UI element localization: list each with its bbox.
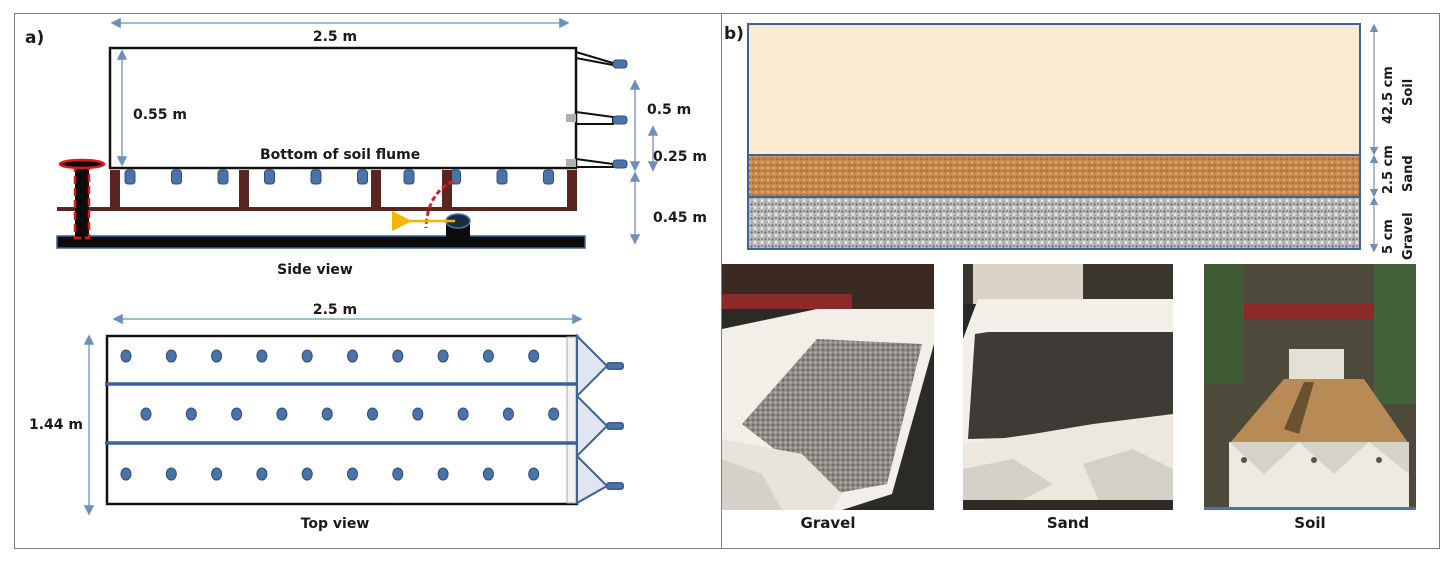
side-view-title: Side view [277, 262, 353, 278]
drain-pipe [403, 169, 415, 185]
soil-layer [747, 23, 1361, 156]
panel-b: b) 42.5 cm Soi [721, 13, 1440, 549]
drain-hole [347, 467, 358, 481]
top-length-label: 2.5 m [313, 302, 357, 318]
drain-pipe [310, 169, 322, 185]
drain-hole [347, 349, 358, 363]
side-drains [124, 169, 554, 185]
drain-hole [140, 407, 152, 421]
layer-diagram: 42.5 cm Soil 2.5 cm Sand 5 cm Gravel [747, 23, 1416, 260]
drain-pipe [543, 169, 554, 185]
lift-jack [58, 158, 106, 240]
drain-hole [165, 467, 177, 481]
outlets [566, 51, 628, 169]
top-view: 2.5 m 1.44 m Top view [29, 302, 624, 532]
gravel-layer [747, 196, 1361, 250]
height-label: 0.55 m [133, 107, 187, 123]
drain-hole [301, 349, 313, 363]
outlet-span-label: 0.5 m [647, 102, 691, 118]
pivot-valve [392, 179, 471, 238]
drain-hole [120, 467, 132, 481]
outlet-screen [566, 336, 577, 504]
panel-b-label: b) [724, 24, 744, 44]
drain-hole [528, 467, 540, 481]
drain-hole [256, 467, 268, 481]
soil-thickness-label: 42.5 cm [1381, 66, 1396, 124]
top-view-title: Top view [301, 516, 370, 532]
side-view: 2.5 m 0.55 m Bottom of soil flume [56, 17, 707, 278]
outlet-funnel [576, 453, 609, 505]
top-flume-body [105, 334, 579, 506]
caption-soil: Soil [1294, 514, 1326, 532]
drain-pipe [357, 169, 368, 185]
caption-sand: Sand [1046, 514, 1090, 532]
outlet [566, 158, 628, 169]
photo-sand [963, 264, 1173, 510]
gravel-name-label: Gravel [1401, 212, 1416, 260]
drain-hole [437, 467, 449, 481]
sand-name-label: Sand [1401, 155, 1416, 192]
drain-hole [392, 349, 404, 363]
sand-layer [747, 154, 1361, 198]
drain-pipe [124, 169, 136, 185]
soil-name-label: Soil [1401, 79, 1416, 106]
drain-pipe [171, 169, 182, 185]
gravel-thickness-label: 5 cm [1381, 219, 1396, 254]
panel-a: a) 2.5 m 0.55 m Bottom of soil flume [14, 13, 722, 549]
drain-hole [392, 467, 404, 481]
top-drains [120, 349, 560, 481]
drain-hole [185, 407, 197, 421]
rotation-arrow [424, 179, 454, 229]
sand-thickness-label: 2.5 cm [1381, 145, 1396, 194]
drain-hole [502, 407, 514, 421]
drain-hole [120, 349, 132, 363]
drain-hole [412, 407, 424, 421]
drain-pipe [217, 169, 229, 185]
drain-hole [482, 467, 494, 481]
drain-hole [321, 407, 333, 421]
drain-pipe [496, 169, 508, 185]
drain-hole [165, 349, 177, 363]
drain-hole [528, 349, 540, 363]
drain-hole [437, 349, 449, 363]
outlet-gap-label: 0.25 m [653, 149, 707, 165]
bottom-label: Bottom of soil flume [260, 147, 420, 163]
caption-gravel: Gravel [800, 514, 856, 532]
drain-pipe [264, 169, 275, 185]
drain-hole [548, 407, 560, 421]
drain-hole [211, 467, 223, 481]
drain-hole [301, 467, 313, 481]
outlet-funnel [576, 333, 609, 399]
drain-hole [367, 407, 378, 421]
width-label: 1.44 m [29, 417, 83, 433]
drain-hole [276, 407, 288, 421]
photo-soil [1204, 264, 1416, 510]
support-height-label: 0.45 m [653, 210, 707, 226]
drain-hole [231, 407, 243, 421]
outlet-funnels [576, 333, 624, 505]
support-frame [57, 170, 577, 211]
outlet-funnel [576, 393, 609, 459]
side-length-label: 2.5 m [313, 29, 357, 45]
flume-body [108, 46, 578, 170]
drain-hole [211, 349, 223, 363]
drain-hole [457, 407, 469, 421]
photo-gravel [722, 264, 934, 510]
base-beam [56, 235, 586, 249]
flume-schematic: 2.5 m 0.55 m Bottom of soil flume [29, 17, 707, 532]
outlet [566, 111, 628, 125]
outlet [575, 51, 628, 69]
drain-hole [482, 349, 494, 363]
drain-hole [256, 349, 268, 363]
panel-a-label: a) [25, 28, 45, 48]
